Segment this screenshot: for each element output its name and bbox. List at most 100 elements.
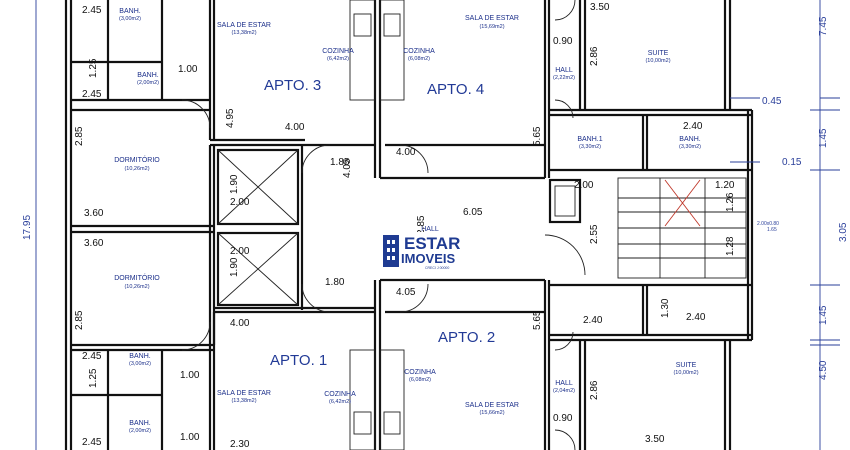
dimension-label: 4.05	[342, 158, 353, 178]
room-name-dormitorio-top: DORMITÓRIO	[114, 155, 160, 164]
right-dimension-015: 0.15	[782, 157, 802, 168]
dimension-label: 4.05	[396, 287, 416, 298]
room-area-cozinha-4: (6,08m2)	[408, 56, 430, 62]
dimension-label: 2.85	[74, 310, 85, 330]
dimension-label: 2.00	[230, 197, 250, 208]
room-area-banho1-top: (3,30m2)	[579, 144, 601, 150]
right-dimension-145-b: 1.45	[818, 305, 829, 325]
dimension-label: 1.90	[229, 174, 240, 194]
dimension-label: 1.00	[180, 432, 200, 443]
room-area-suite-bottom: (10,00m2)	[673, 370, 698, 376]
right-dimension-145-a: 1.45	[818, 128, 829, 148]
dimension-label: 3.60	[84, 208, 104, 219]
small-note-1: 2.00x0.80	[757, 221, 779, 227]
apartment-label-3: APTO. 3	[264, 77, 321, 94]
room-name-sala-estar-4: SALA DE ESTAR	[465, 15, 519, 22]
room-area-dormitorio-bottom: (10,26m2)	[124, 284, 149, 290]
apartment-label-4: APTO. 4	[427, 81, 484, 98]
room-name-sala-estar-2: SALA DE ESTAR	[465, 402, 519, 409]
dimension-label: 2.45	[82, 89, 102, 100]
dimension-label: 1.20	[715, 180, 735, 191]
dimension-label: 5.65	[532, 126, 543, 146]
room-area-banho-top-right: (3,30m2)	[679, 144, 701, 150]
dimension-label: 1.85	[330, 157, 350, 168]
room-area-hall-bottom: (2,04m2)	[553, 388, 575, 394]
interior-dimensions: 2.45 1.25 1.00 2.45 4.95 4.00 2.85 3.60 …	[74, 2, 736, 450]
dimension-label: 2.45	[82, 437, 102, 448]
room-area-banho-bottom-left-b: (2,00m2)	[129, 428, 151, 434]
room-area-banho-bottom-left-a: (3,00m2)	[129, 361, 151, 367]
dimension-label: 2.45	[82, 5, 102, 16]
door-swings	[181, 0, 586, 450]
room-name-banho-top-right: BANH.	[679, 136, 700, 143]
room-area-cozinha-3: (6,42m2)	[327, 56, 349, 62]
dimension-label: 2.45	[82, 351, 102, 362]
dimension-label: 6.05	[463, 207, 483, 218]
apartment-label-1: APTO. 1	[270, 352, 327, 369]
room-area-sala-estar-4: (15,69m2)	[479, 24, 504, 30]
apartment-label-2: APTO. 2	[438, 329, 495, 346]
room-name-suite-bottom: SUITE	[676, 362, 697, 369]
dimension-label: 2.30	[230, 439, 250, 450]
dimension-label: 2.00	[574, 180, 594, 191]
side-dimensions: 17.95 7.45 0.45 1.45 0.15 3.05 1.45 4.50…	[22, 16, 849, 380]
dimension-label: 1.00	[178, 64, 198, 75]
room-area-sala-estar-2: (15,66m2)	[479, 410, 504, 416]
dimension-label: 1.90	[229, 257, 240, 277]
room-name-dormitorio-bottom: DORMITÓRIO	[114, 273, 160, 282]
dimension-label: 1.28	[725, 236, 736, 256]
room-name-banho-bottom-left-b: BANH.	[129, 420, 150, 427]
dimension-label: 4.95	[225, 108, 236, 128]
dimension-label: 3.50	[590, 2, 610, 13]
dimension-label: 4.00	[396, 147, 416, 158]
dimension-label: 2.55	[589, 224, 600, 244]
room-name-cozinha-2: COZINHA	[404, 369, 436, 376]
dimension-label: 0.90	[553, 36, 573, 47]
room-labels: SALA DE ESTAR (13,38m2) COZINHA (6,42m2)…	[114, 8, 701, 434]
dimension-label: 3.50	[645, 434, 665, 445]
dimension-label: 4.00	[230, 318, 250, 329]
room-area-sala-estar-3: (13,38m2)	[231, 30, 256, 36]
small-note-2: 1.65	[767, 227, 777, 233]
right-dimension-305: 3.05	[838, 222, 849, 242]
right-dimension-745: 7.45	[818, 16, 829, 36]
room-name-cozinha-3: COZINHA	[322, 48, 354, 55]
dimension-label: 4.00	[285, 122, 305, 133]
dimension-label: 1.26	[725, 192, 736, 212]
room-name-hall-top: HALL	[555, 67, 573, 74]
room-name-cozinha-1: COZINHA	[324, 391, 356, 398]
dimension-label: 2.86	[589, 380, 600, 400]
room-name-cozinha-4: COZINHA	[403, 48, 435, 55]
dimension-label: 2.40	[683, 121, 703, 132]
logo-tagline: CRECI J 00000	[425, 266, 449, 270]
dimension-label: 2.40	[583, 315, 603, 326]
room-area-banho-top-left-a: (3,00m2)	[119, 16, 141, 22]
dimension-label: 1.30	[660, 298, 671, 318]
room-name-banho-bottom-left-a: BANH.	[129, 353, 150, 360]
dimension-lines	[35, 0, 840, 450]
walls	[64, 0, 754, 450]
dimension-label: 0.90	[553, 413, 573, 424]
room-area-hall-top: (2,22m2)	[553, 75, 575, 81]
room-name-hall-bottom: HALL	[555, 380, 573, 387]
dimension-label: 2.00	[230, 246, 250, 257]
room-area-cozinha-1: (6,42m2)	[329, 399, 351, 405]
room-name-banho1-top: BANH.1	[577, 136, 602, 143]
dimension-label: 2.85	[74, 126, 85, 146]
dimension-label: 1.25	[88, 58, 99, 78]
dimension-label: 1.00	[180, 370, 200, 381]
room-area-suite-top: (10,00m2)	[645, 58, 670, 64]
dimension-label: 3.60	[84, 238, 104, 249]
dimension-label: 2.86	[589, 46, 600, 66]
shaft-crosses	[217, 149, 299, 306]
room-name-banho-top-left-b: BANH.	[137, 72, 158, 79]
logo-building-mark	[383, 235, 399, 267]
dimension-label: 2.40	[686, 312, 706, 323]
room-area-cozinha-2: (6,08m2)	[409, 377, 431, 383]
dimension-label: 1.80	[325, 277, 345, 288]
right-dimension-045: 0.45	[762, 96, 782, 107]
room-name-suite-top: SUITE	[648, 50, 669, 57]
room-name-banho-top-left-a: BANH.	[119, 8, 140, 15]
logo-word-imoveis: IMOVEIS	[401, 251, 456, 266]
